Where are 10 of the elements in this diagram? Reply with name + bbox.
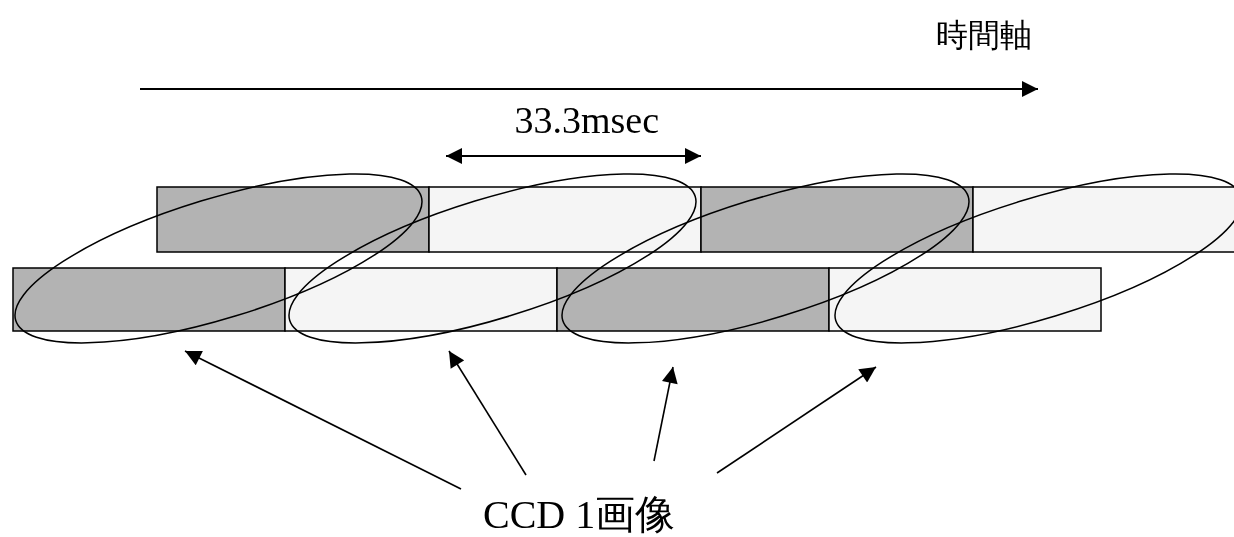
- leader-arrow: [653, 366, 678, 462]
- leader-arrow: [448, 350, 527, 476]
- frame-ellipse: [288, 173, 696, 343]
- caption-text: CCD 1画像: [483, 495, 676, 535]
- frame-ellipse: [14, 173, 422, 343]
- dimension-label: 33.3msec: [514, 101, 660, 139]
- leader-arrow: [716, 366, 877, 474]
- frame-ellipse: [561, 173, 969, 343]
- axis-label: 時間軸: [936, 19, 1032, 51]
- leader-arrow: [184, 350, 462, 490]
